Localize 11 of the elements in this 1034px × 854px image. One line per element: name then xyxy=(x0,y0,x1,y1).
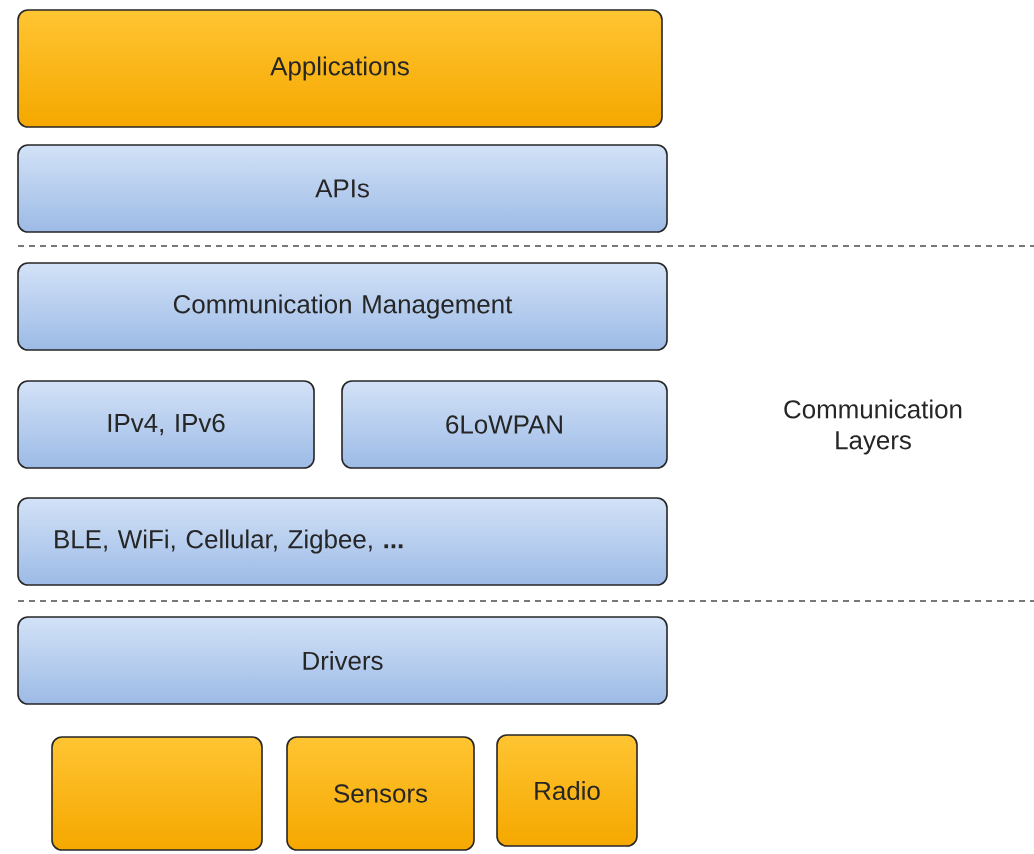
process-box xyxy=(51,736,263,851)
side-label: Communication Layers xyxy=(784,399,962,455)
layer-box: 6LoWPAN xyxy=(341,380,668,469)
layer-box: Communication Management xyxy=(17,262,668,351)
process-box: Radio xyxy=(496,734,638,847)
layer-box: APIs xyxy=(17,144,668,233)
process-box: Applications xyxy=(17,9,663,128)
layer-box: BLE, WiFi, Cellular, Zigbee, ... xyxy=(17,497,668,586)
layer-box: Drivers xyxy=(17,616,668,705)
layer-box: IPv4, IPv6 xyxy=(17,380,315,469)
process-box: Sensors xyxy=(286,736,475,851)
